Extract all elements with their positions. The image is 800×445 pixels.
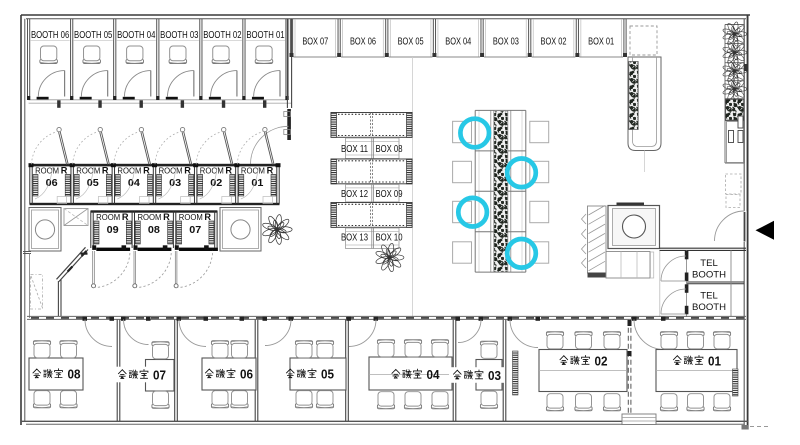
svg-text:BOX 10: BOX 10 [376, 233, 403, 244]
svg-text:07: 07 [153, 367, 166, 382]
svg-text:R: R [184, 166, 191, 176]
svg-text:BOX 05: BOX 05 [398, 36, 424, 47]
svg-text:09: 09 [107, 225, 119, 236]
svg-text:04: 04 [426, 367, 440, 382]
svg-text:BOX 08: BOX 08 [376, 144, 403, 155]
svg-text:BOX 02: BOX 02 [541, 36, 567, 47]
svg-text:BOOTH 06: BOOTH 06 [31, 30, 69, 41]
svg-text:05: 05 [87, 178, 99, 189]
svg-text:04: 04 [128, 178, 140, 189]
svg-text:ROOM: ROOM [35, 166, 59, 176]
svg-text:ROOM: ROOM [179, 212, 203, 222]
svg-text:R: R [204, 212, 211, 222]
svg-text:BOOTH 05: BOOTH 05 [74, 30, 112, 41]
svg-text:TEL: TEL [700, 291, 718, 301]
svg-text:R: R [122, 212, 129, 222]
svg-text:01: 01 [251, 178, 263, 189]
svg-text:BOX 06: BOX 06 [350, 36, 376, 47]
svg-text:TEL: TEL [700, 258, 718, 268]
svg-text:ROOM: ROOM [241, 166, 265, 176]
svg-text:R: R [102, 166, 109, 176]
svg-text:BOOTH 01: BOOTH 01 [246, 30, 284, 41]
svg-text:05: 05 [321, 367, 334, 382]
svg-text:07: 07 [189, 225, 201, 236]
svg-text:ROOM: ROOM [76, 166, 100, 176]
svg-text:BOOTH 04: BOOTH 04 [117, 30, 155, 41]
svg-text:08: 08 [148, 225, 160, 236]
svg-text:BOOTH 03: BOOTH 03 [160, 30, 198, 41]
svg-text:08: 08 [67, 367, 80, 382]
svg-text:BOX 09: BOX 09 [376, 189, 403, 200]
svg-text:BOX 01: BOX 01 [588, 36, 614, 47]
svg-text:ROOM: ROOM [96, 212, 120, 222]
svg-text:BOOTH: BOOTH [692, 270, 726, 280]
svg-text:ROOM: ROOM [117, 166, 141, 176]
svg-text:BOX 07: BOX 07 [302, 36, 328, 47]
svg-text:R: R [163, 212, 170, 222]
svg-text:06: 06 [46, 178, 58, 189]
svg-text:02: 02 [594, 353, 607, 368]
svg-text:BOOTH: BOOTH [692, 302, 726, 312]
svg-text:R: R [225, 166, 232, 176]
svg-text:BOX 04: BOX 04 [445, 36, 471, 47]
svg-text:BOX 12: BOX 12 [341, 189, 368, 200]
svg-text:R: R [61, 166, 68, 176]
svg-text:06: 06 [240, 367, 253, 382]
svg-text:03: 03 [488, 368, 501, 383]
svg-text:R: R [143, 166, 150, 176]
svg-text:BOX 03: BOX 03 [493, 36, 519, 47]
svg-text:02: 02 [210, 178, 222, 189]
svg-text:03: 03 [169, 178, 181, 189]
svg-text:BOX 13: BOX 13 [341, 233, 368, 244]
svg-text:01: 01 [708, 353, 721, 368]
svg-text:R: R [267, 166, 274, 176]
svg-text:BOOTH 02: BOOTH 02 [203, 30, 241, 41]
svg-text:ROOM: ROOM [200, 166, 224, 176]
svg-text:ROOM: ROOM [159, 166, 183, 176]
svg-text:ROOM: ROOM [137, 212, 161, 222]
svg-text:BOX 11: BOX 11 [341, 144, 368, 155]
